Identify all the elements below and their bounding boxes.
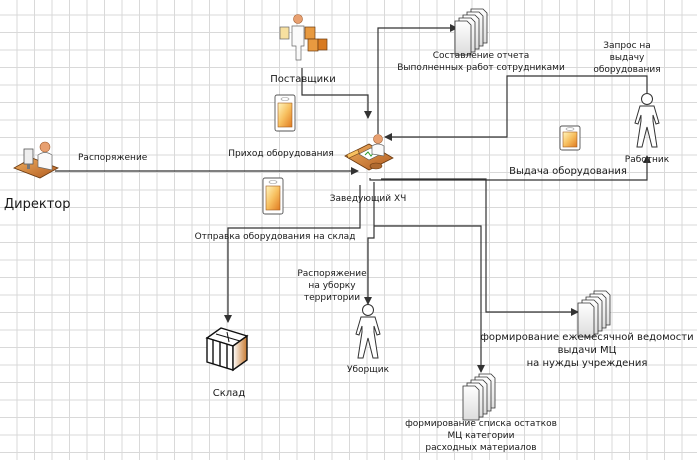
- report-label-line: Составление отчета: [432, 51, 530, 61]
- remains-document-icon: [462, 373, 496, 421]
- suppliers-icon: [279, 14, 328, 61]
- request-label-line: оборудования: [593, 65, 661, 75]
- director-label: Директор: [4, 197, 71, 212]
- monthly-document-label: формирование ежемесячной ведомости выдач…: [480, 331, 693, 370]
- cleaning-label-line: Распоряжение: [297, 269, 367, 279]
- head-label: Заведующий ХЧ: [329, 194, 407, 204]
- report-label-line: Выполненных работ сотрудниками: [397, 63, 565, 73]
- warehouse-icon: [205, 327, 249, 372]
- worker-icon: [634, 93, 660, 148]
- edge-head-to-cleaner: [364, 182, 375, 305]
- monthly-label-line: на нужды учреждения: [526, 358, 648, 369]
- edge-head-to-remains: [374, 225, 485, 373]
- equipment-issue-label: Выдача оборудования: [509, 166, 627, 177]
- report-document-label: Составление отчета Выполненных работ сот…: [397, 50, 565, 74]
- remains-label-line: расходных материалов: [425, 443, 537, 453]
- edge-worker-to-head: [384, 75, 648, 141]
- director-icon: [13, 141, 59, 179]
- request-label-line: Запрос на: [603, 41, 651, 51]
- report-document-icon: [454, 8, 488, 56]
- edge-head-to-worker: [369, 155, 651, 181]
- equipment-to-warehouse-label: Отправка оборудования на склад: [194, 232, 356, 242]
- worker-label: Работник: [624, 155, 670, 165]
- cleaning-label-line: территории: [303, 293, 361, 303]
- edge-head-to-monthly: [381, 178, 579, 316]
- edge-cleaning-label: Распоряжение на уборку территории: [297, 268, 366, 304]
- monthly-document-icon: [577, 290, 611, 338]
- edge-head-to-warehouse: [224, 185, 361, 323]
- equipment-income-icon: [274, 94, 296, 132]
- cleaning-label-line: на уборку: [308, 281, 356, 291]
- edge-suppliers-to-head: [301, 68, 372, 119]
- request-label-line: выдачу: [609, 53, 645, 63]
- edge-request-label: Запрос на выдачу оборудования: [593, 40, 660, 76]
- remains-label-line: МЦ категории: [447, 431, 515, 441]
- cleaner-icon: [355, 304, 381, 359]
- edge-head-to-report: [377, 24, 458, 134]
- remains-document-label: формирование списка остатков МЦ категори…: [405, 418, 557, 454]
- equipment-income-label: Приход оборудования: [228, 149, 334, 159]
- monthly-label-line: выдачи МЦ: [557, 345, 617, 356]
- warehouse-label: Склад: [212, 388, 246, 399]
- cleaner-label: Уборщик: [346, 365, 390, 375]
- edge-order-label: Распоряжение: [78, 153, 148, 163]
- monthly-label-line: формирование ежемесячной ведомости: [480, 332, 694, 343]
- equipment-to-warehouse-icon: [262, 177, 284, 215]
- equipment-issue-icon: [559, 125, 581, 151]
- remains-label-line: формирование списка остатков: [405, 419, 557, 429]
- suppliers-label: Поставщики: [270, 74, 336, 85]
- head-icon: [344, 134, 394, 171]
